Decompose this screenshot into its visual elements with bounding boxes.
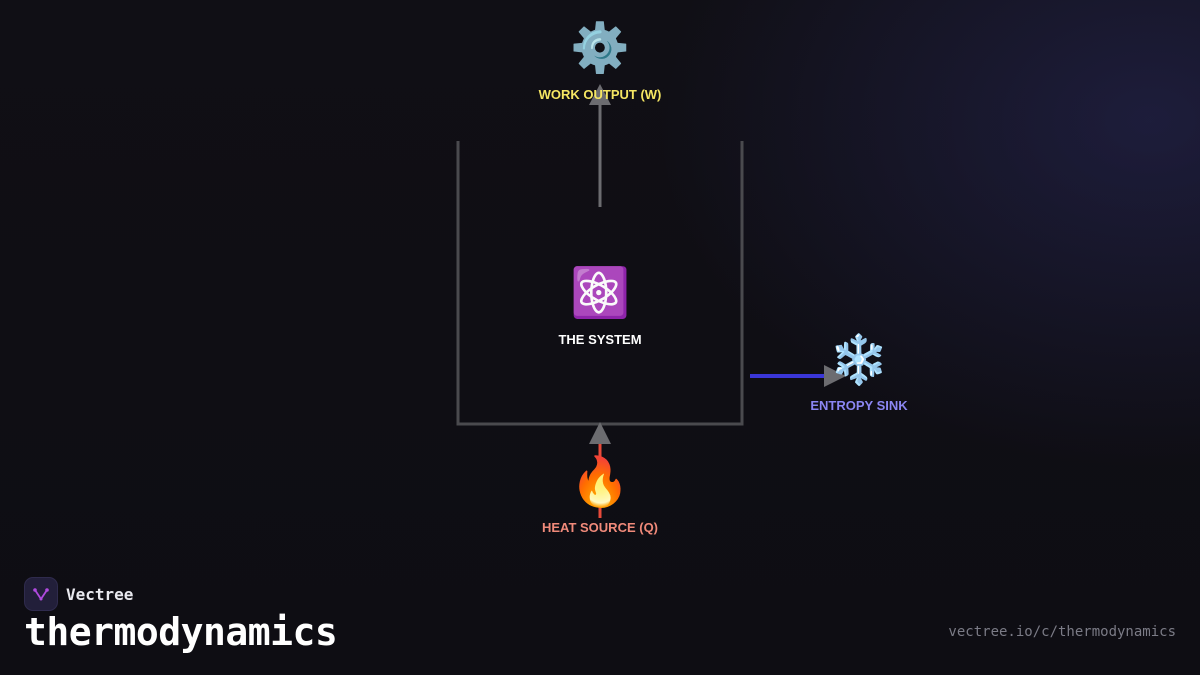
topic-url[interactable]: vectree.io/c/thermodynamics	[948, 624, 1176, 640]
brand-name: Vectree	[66, 584, 134, 604]
atom-icon: ⚛️	[570, 265, 630, 321]
vectree-logo-icon	[24, 577, 58, 611]
topic-title: thermodynamics	[24, 610, 338, 654]
work-output-label: WORK OUTPUT (W)	[538, 87, 662, 102]
heat-source-arrowhead	[589, 422, 611, 444]
gear-icon: ⚙️	[570, 20, 630, 76]
fire-icon: 🔥	[570, 454, 630, 510]
system-label: THE SYSTEM	[558, 332, 642, 347]
work-output-arrowhead	[589, 84, 611, 105]
entropy-sink-arrowhead	[824, 365, 846, 387]
snowflake-icon: ❄️	[829, 332, 889, 388]
entropy-sink-label: ENTROPY SINK	[810, 398, 908, 413]
brand: Vectree	[24, 577, 133, 611]
heat-source-label: HEAT SOURCE (Q)	[541, 520, 659, 535]
